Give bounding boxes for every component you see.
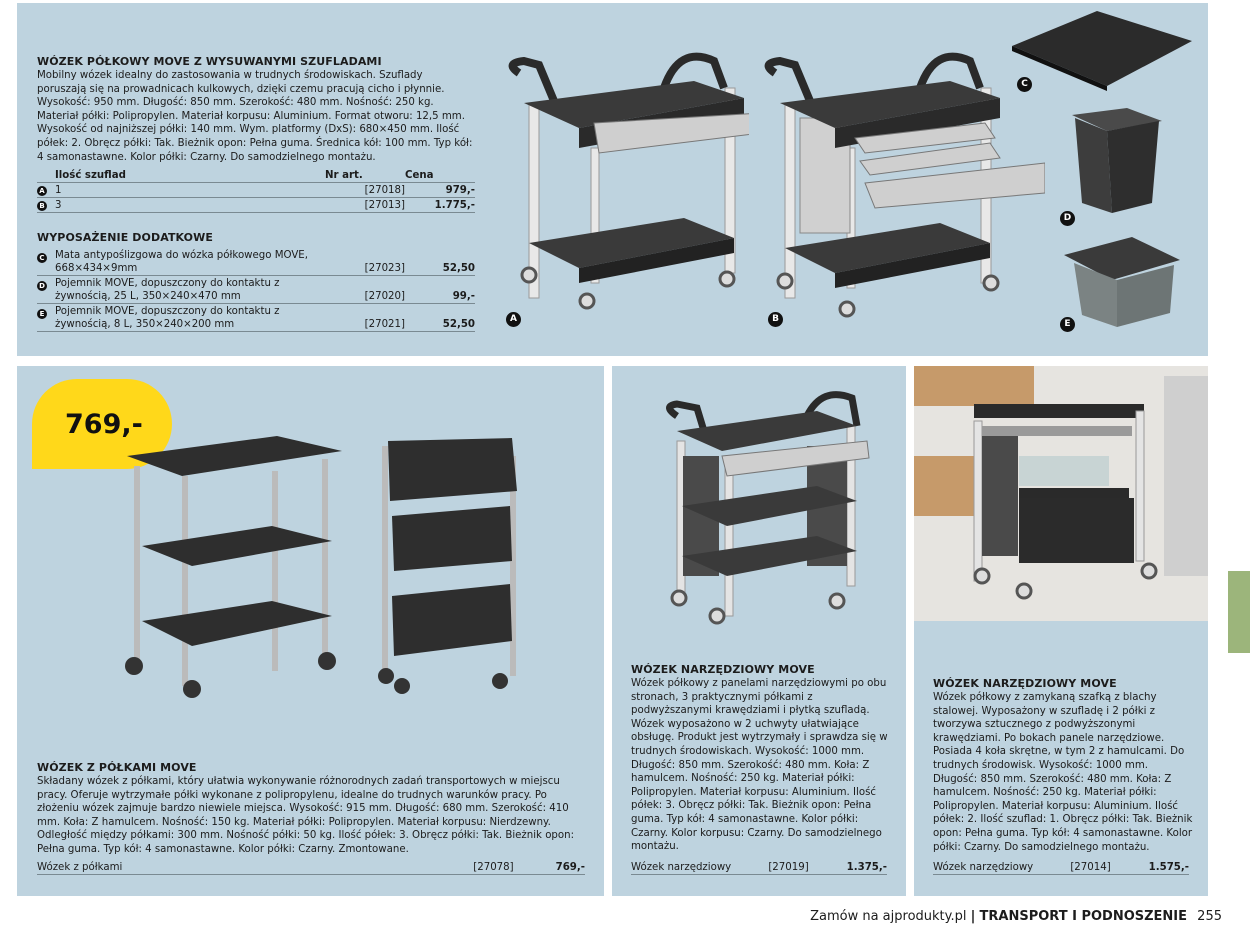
image-label-e: E	[1060, 317, 1075, 332]
item-name: Wózek narzędziowy	[631, 862, 732, 873]
tool-cart-title: WÓZEK NARZĘDZIOWY MOVE	[631, 663, 815, 676]
footer-separator: |	[970, 909, 976, 924]
page-footer: Zamów na ajprodukty.pl | TRANSPORT I POD…	[810, 909, 1222, 924]
product-panel-tool-cart: WÓZEK NARZĘDZIOWY MOVE Wózek półkowy z p…	[612, 366, 906, 896]
accessory-name: Pojemnik MOVE, dopuszczony do kontaktu z…	[55, 303, 335, 333]
tool-cart-price-row: Wózek narzędziowy [27019] 1.375,-	[631, 862, 887, 875]
accessory-price: 99,-	[405, 275, 475, 305]
image-label-b: B	[768, 312, 783, 327]
drawer-cart-title: WÓZEK PÓŁKOWY MOVE Z WYSUWANYMI SZUFLADA…	[37, 55, 382, 68]
image-label-c: C	[1017, 77, 1032, 92]
item-name: Wózek z półkami	[37, 862, 123, 873]
table-row: B 3 [27013] 1.775,-	[37, 197, 475, 214]
variant-letter-badge: A	[37, 186, 47, 197]
drawer-cart-text: WÓZEK PÓŁKOWY MOVE Z WYSUWANYMI SZUFLADA…	[37, 55, 475, 333]
cabinet-cart-image	[914, 366, 1208, 621]
row-price: 979,-	[405, 182, 475, 199]
accessory-name: Pojemnik MOVE, dopuszczony do kontaktu z…	[55, 275, 335, 305]
accessory-art: [27023]	[335, 248, 405, 277]
drawer-cart-description: Mobilny wózek idealny do zastosowania w …	[37, 70, 473, 163]
product-panel-drawer-cart: WÓZEK PÓŁKOWY MOVE Z WYSUWANYMI SZUFLADA…	[17, 3, 1208, 356]
cabinet-cart-price-row: Wózek narzędziowy [27014] 1.575,-	[933, 862, 1189, 875]
container-25l-image	[1072, 108, 1162, 213]
page-number: 255	[1197, 909, 1222, 924]
accessory-name: Mata antypoślizgowa do wózka półkowego M…	[55, 248, 335, 277]
row-qty: 1	[55, 182, 325, 199]
row-price: 1.775,-	[405, 197, 475, 214]
accessory-letter-badge: D	[37, 281, 47, 292]
badge-price: 769,-	[65, 409, 143, 440]
folding-cart-price-row: Wózek z półkami [27078] 769,-	[37, 862, 585, 875]
row-art: [27013]	[325, 197, 405, 214]
folded-cart-image	[378, 438, 517, 694]
table-row: C Mata antypoślizgowa do wózka półkowego…	[37, 248, 475, 277]
item-name: Wózek narzędziowy	[933, 862, 1034, 873]
footer-section: TRANSPORT I PODNOSZENIE	[979, 909, 1188, 924]
cabinet-cart-description: Wózek półkowy z zamykaną szafką z blachy…	[933, 692, 1193, 853]
image-label-a: A	[506, 312, 521, 327]
accessories-title: WYPOSAŻENIE DODATKOWE	[37, 231, 213, 245]
accessory-letter-badge: E	[37, 309, 47, 320]
folding-cart-text: WÓZEK Z PÓŁKAMI MOVE Składany wózek z pó…	[37, 761, 587, 857]
table-row: E Pojemnik MOVE, dopuszczony do kontaktu…	[37, 303, 475, 333]
accessories-table: C Mata antypoślizgowa do wózka półkowego…	[37, 248, 475, 333]
drawer-cart-price-table: Ilość szuflad Nr art. Cena A 1 [27018] 9…	[37, 168, 475, 214]
product-panel-folding-cart: 769,- WÓZEK Z PÓŁKAMI MOVE Składany wóze…	[17, 366, 604, 896]
folding-cart-image	[125, 436, 342, 698]
row-qty: 3	[55, 197, 325, 214]
accessory-art: [27021]	[335, 303, 405, 333]
cabinet-cart-text: WÓZEK NARZĘDZIOWY MOVE Wózek półkowy z z…	[933, 677, 1195, 854]
table-row: A 1 [27018] 979,-	[37, 182, 475, 199]
item-art: [27078]	[473, 862, 514, 873]
section-tab	[1228, 571, 1250, 653]
drawer-cart-b-image	[764, 52, 1045, 318]
table-row: D Pojemnik MOVE, dopuszczony do kontaktu…	[37, 275, 475, 305]
drawer-cart-a-image	[508, 52, 749, 310]
item-art: [27014]	[1070, 862, 1111, 873]
price-badge: 769,-	[32, 379, 172, 469]
col-art-header: Nr art.	[325, 168, 405, 184]
accessory-letter-badge: C	[37, 253, 47, 264]
accessory-art: [27020]	[335, 275, 405, 305]
image-label-d: D	[1060, 211, 1075, 226]
accessory-price: 52,50	[405, 248, 475, 277]
item-price: 769,-	[555, 862, 585, 873]
cabinet-cart-photo	[914, 366, 1208, 621]
item-price: 1.375,-	[846, 862, 887, 873]
col-price-header: Cena	[405, 168, 475, 184]
row-art: [27018]	[325, 182, 405, 199]
tool-cart-image	[666, 391, 870, 625]
cabinet-cart-title: WÓZEK NARZĘDZIOWY MOVE	[933, 677, 1117, 690]
footer-site: Zamów na ajprodukty.pl	[810, 909, 967, 924]
col-qty-header: Ilość szuflad	[55, 168, 325, 184]
container-8l-image	[1064, 237, 1180, 327]
accessory-price: 52,50	[405, 303, 475, 333]
item-art: [27019]	[768, 862, 809, 873]
anti-slip-mat-image	[1012, 11, 1192, 91]
tool-cart-text: WÓZEK NARZĘDZIOWY MOVE Wózek półkowy z p…	[631, 663, 893, 854]
folding-cart-description: Składany wózek z półkami, który ułatwia …	[37, 776, 575, 855]
item-price: 1.575,-	[1148, 862, 1189, 873]
variant-letter-badge: B	[37, 201, 47, 212]
tool-cart-description: Wózek półkowy z panelami narzędziowymi p…	[631, 678, 888, 853]
folding-cart-title: WÓZEK Z PÓŁKAMI MOVE	[37, 761, 197, 774]
product-panel-cabinet-cart: WÓZEK NARZĘDZIOWY MOVE Wózek półkowy z z…	[914, 366, 1208, 896]
